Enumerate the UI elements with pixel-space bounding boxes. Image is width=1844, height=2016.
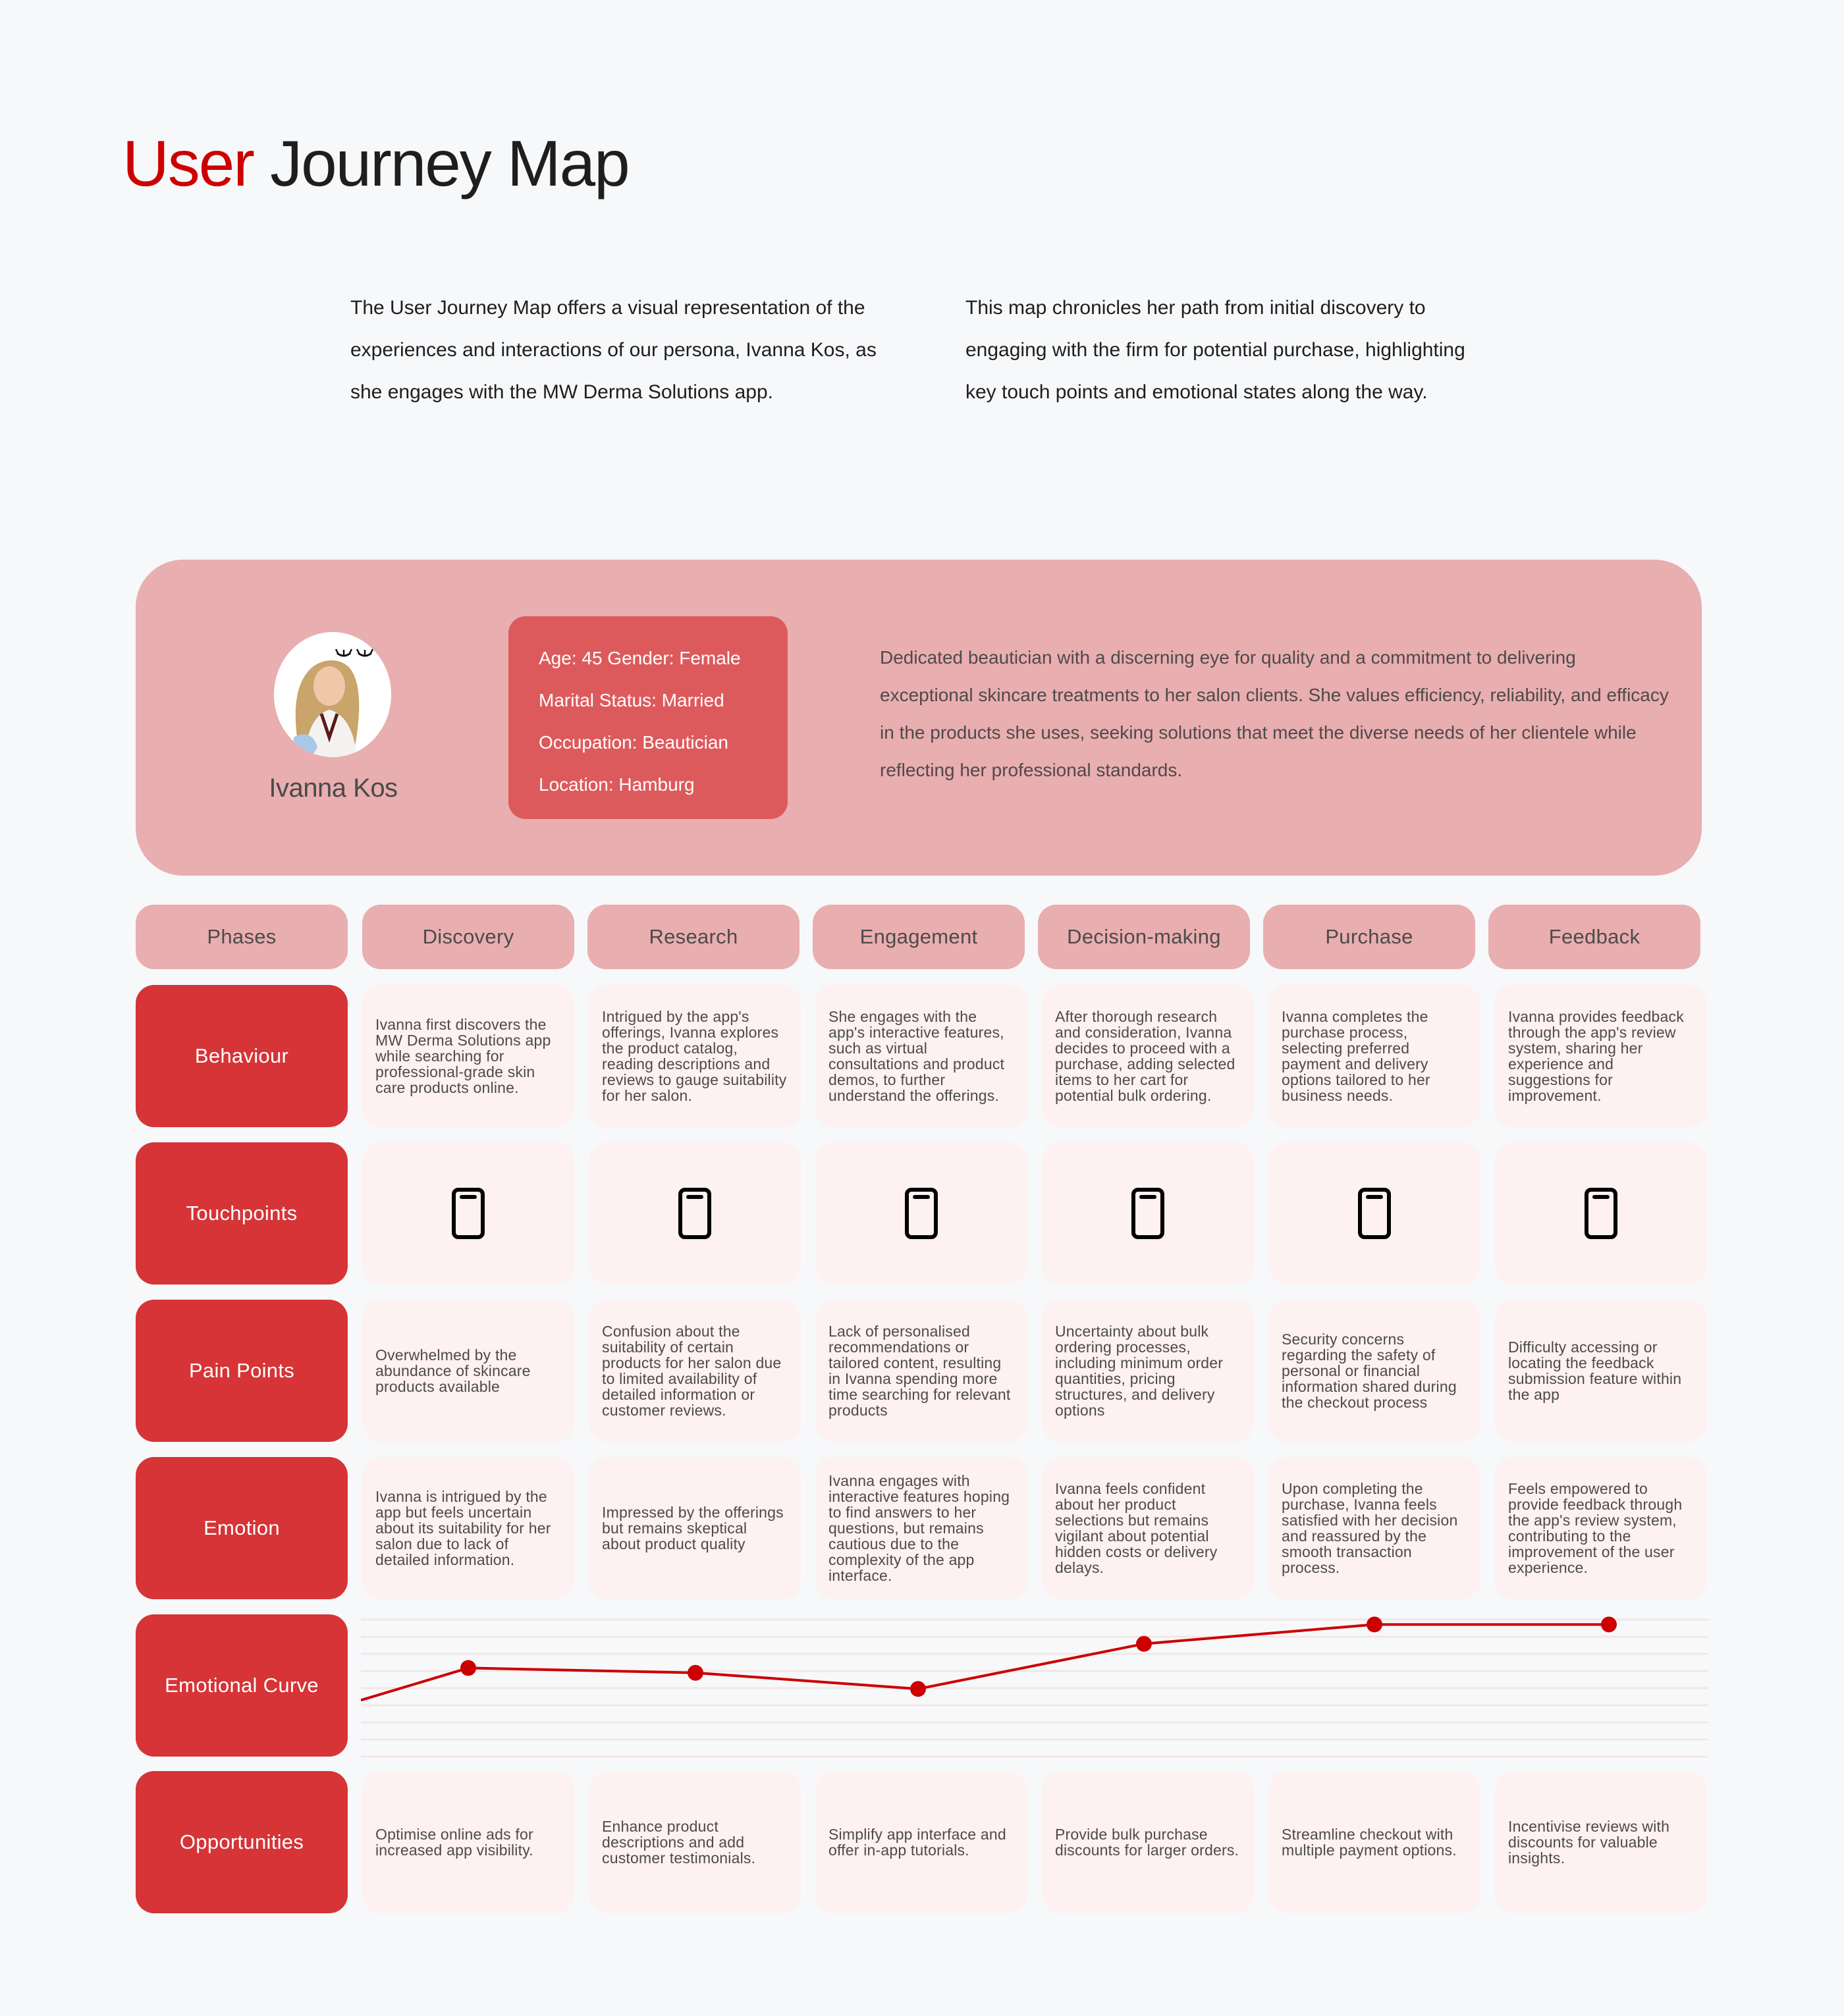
emotional-curve-plot	[360, 1616, 1708, 1758]
phase-feedback: Feedback	[1488, 905, 1700, 969]
pain-point-card-purchase: Security concerns regarding the safety o…	[1268, 1300, 1480, 1442]
emotion-card-feedback: Feels empowered to provide feedback thro…	[1495, 1457, 1707, 1599]
behaviour-card-decision-making: After thorough research and consideratio…	[1042, 985, 1254, 1127]
intro-paragraph-right: This map chronicles her path from initia…	[965, 297, 1465, 403]
pain-point-card-engagement: Lack of personalised recommendations or …	[815, 1300, 1027, 1442]
opportunity-text: Optimise online ads for increased app vi…	[375, 1826, 533, 1859]
behaviour-text: She engages with the app's interactive f…	[828, 1008, 1005, 1104]
emotion-point-research	[688, 1664, 703, 1681]
phase-discovery: Discovery	[362, 905, 574, 969]
smartphone-icon	[678, 1188, 711, 1239]
pain-point-text: Security concerns regarding the safety o…	[1282, 1331, 1457, 1411]
emotion-card-engagement: Ivanna engages with interactive features…	[815, 1457, 1027, 1599]
pain-point-card-discovery: Overwhelmed by the abundance of skincare…	[362, 1300, 574, 1442]
behaviour-card-research: Intrigued by the app's offerings, Ivanna…	[589, 985, 801, 1127]
persona-card: Ivanna Kos Age: 45 Gender: Female Marita…	[136, 560, 1702, 876]
opportunity-card-decision-making: Provide bulk purchase discounts for larg…	[1042, 1771, 1254, 1913]
touchpoint-card-engagement	[815, 1142, 1027, 1285]
touchpoint-card-research	[589, 1142, 801, 1285]
persona-photo-icon	[274, 632, 391, 757]
emotion-point-engagement	[910, 1681, 926, 1697]
persona-location: Location: Hamburg	[539, 774, 695, 795]
pain-point-text: Overwhelmed by the abundance of skincare…	[375, 1346, 531, 1395]
emotion-text: Impressed by the offerings but remains s…	[602, 1504, 784, 1552]
behaviour-card-engagement: She engages with the app's interactive f…	[815, 985, 1027, 1127]
opportunity-card-discovery: Optimise online ads for increased app vi…	[362, 1771, 574, 1913]
smartphone-icon	[905, 1188, 938, 1239]
phase-purchase: Purchase	[1263, 905, 1475, 969]
emotional-curve-chart	[360, 1614, 1708, 1759]
opportunity-text: Incentivise reviews with discounts for v…	[1508, 1818, 1670, 1867]
row-label-pain-points: Pain Points	[136, 1300, 348, 1442]
behaviour-card-purchase: Ivanna completes the purchase process, s…	[1268, 985, 1480, 1127]
pain-point-card-research: Confusion about the suitability of certa…	[589, 1300, 801, 1442]
touchpoint-card-purchase	[1268, 1142, 1480, 1285]
behaviour-text: Ivanna completes the purchase process, s…	[1282, 1008, 1430, 1104]
emotion-point-discovery	[460, 1660, 476, 1676]
opportunity-card-feedback: Incentivise reviews with discounts for v…	[1495, 1771, 1707, 1913]
row-label-emotion: Emotion	[136, 1457, 348, 1599]
pain-point-text: Lack of personalised recommendations or …	[828, 1323, 1011, 1419]
emotion-point-feedback	[1601, 1616, 1617, 1633]
emotion-text: Ivanna is intrigued by the app but feels…	[375, 1488, 551, 1568]
opportunity-card-engagement: Simplify app interface and offer in-app …	[815, 1771, 1027, 1913]
opportunity-card-research: Enhance product descriptions and add cus…	[589, 1771, 801, 1913]
smartphone-icon	[1358, 1188, 1391, 1239]
touchpoint-card-feedback	[1495, 1142, 1707, 1285]
opportunity-card-purchase: Streamline checkout with multiple paymen…	[1268, 1771, 1480, 1913]
phases-header-label: Phases	[136, 905, 348, 969]
emotion-text: Ivanna feels confident about her product…	[1055, 1480, 1218, 1576]
intro-paragraph-left: The User Journey Map offers a visual rep…	[350, 297, 877, 403]
emotion-text: Upon completing the purchase, Ivanna fee…	[1282, 1480, 1458, 1576]
title-accent: User	[122, 127, 255, 199]
emotion-card-purchase: Upon completing the purchase, Ivanna fee…	[1268, 1457, 1480, 1599]
row-label-emotional-curve: Emotional Curve	[136, 1614, 348, 1757]
smartphone-icon	[1585, 1188, 1617, 1239]
opportunity-text: Enhance product descriptions and add cus…	[602, 1818, 756, 1867]
pain-point-card-feedback: Difficulty accessing or locating the fee…	[1495, 1300, 1707, 1442]
row-label-opportunities: Opportunities	[136, 1771, 348, 1913]
behaviour-card-feedback: Ivanna provides feedback through the app…	[1495, 985, 1707, 1127]
persona-name: Ivanna Kos	[269, 774, 398, 803]
avatar	[274, 632, 391, 757]
pain-point-text: Uncertainty about bulk ordering processe…	[1055, 1323, 1224, 1419]
touchpoint-card-decision-making	[1042, 1142, 1254, 1285]
opportunity-text: Simplify app interface and offer in-app …	[828, 1826, 1006, 1859]
persona-age-gender: Age: 45 Gender: Female	[539, 648, 741, 668]
pain-point-text: Difficulty accessing or locating the fee…	[1508, 1339, 1682, 1403]
persona-description: Dedicated beautician with a discerning e…	[880, 647, 1669, 780]
behaviour-text: Ivanna provides feedback through the app…	[1508, 1008, 1684, 1104]
emotion-text: Ivanna engages with interactive features…	[828, 1472, 1010, 1584]
page-title: User Journey Map	[122, 124, 630, 203]
persona-occupation: Occupation: Beautician	[539, 732, 728, 753]
smartphone-icon	[1131, 1188, 1164, 1239]
emotion-point-decision-making	[1136, 1635, 1152, 1652]
behaviour-text: Intrigued by the app's offerings, Ivanna…	[602, 1008, 787, 1104]
emotion-point-purchase	[1367, 1616, 1382, 1633]
title-rest: Journey Map	[270, 127, 630, 199]
row-label-behaviour: Behaviour	[136, 985, 348, 1127]
opportunity-text: Streamline checkout with multiple paymen…	[1282, 1826, 1457, 1859]
phase-decision-making: Decision-making	[1038, 905, 1250, 969]
persona-marital-status: Marital Status: Married	[539, 690, 724, 710]
persona-info-box: Age: 45 Gender: Female Marital Status: M…	[508, 616, 788, 819]
behaviour-card-discovery: Ivanna first discovers the MW Derma Solu…	[362, 985, 574, 1127]
row-label-touchpoints: Touchpoints	[136, 1142, 348, 1285]
touchpoint-card-discovery	[362, 1142, 574, 1285]
emotion-text: Feels empowered to provide feedback thro…	[1508, 1480, 1683, 1576]
pain-point-text: Confusion about the suitability of certa…	[602, 1323, 782, 1419]
pain-point-card-decision-making: Uncertainty about bulk ordering processe…	[1042, 1300, 1254, 1442]
emotion-card-research: Impressed by the offerings but remains s…	[589, 1457, 801, 1599]
behaviour-text: After thorough research and consideratio…	[1055, 1008, 1235, 1104]
smartphone-icon	[452, 1188, 485, 1239]
emotion-card-decision-making: Ivanna feels confident about her product…	[1042, 1457, 1254, 1599]
behaviour-text: Ivanna first discovers the MW Derma Solu…	[375, 1016, 551, 1096]
phase-engagement: Engagement	[813, 905, 1025, 969]
emotion-card-discovery: Ivanna is intrigued by the app but feels…	[362, 1457, 574, 1599]
phase-research: Research	[587, 905, 800, 969]
opportunity-text: Provide bulk purchase discounts for larg…	[1055, 1826, 1239, 1859]
